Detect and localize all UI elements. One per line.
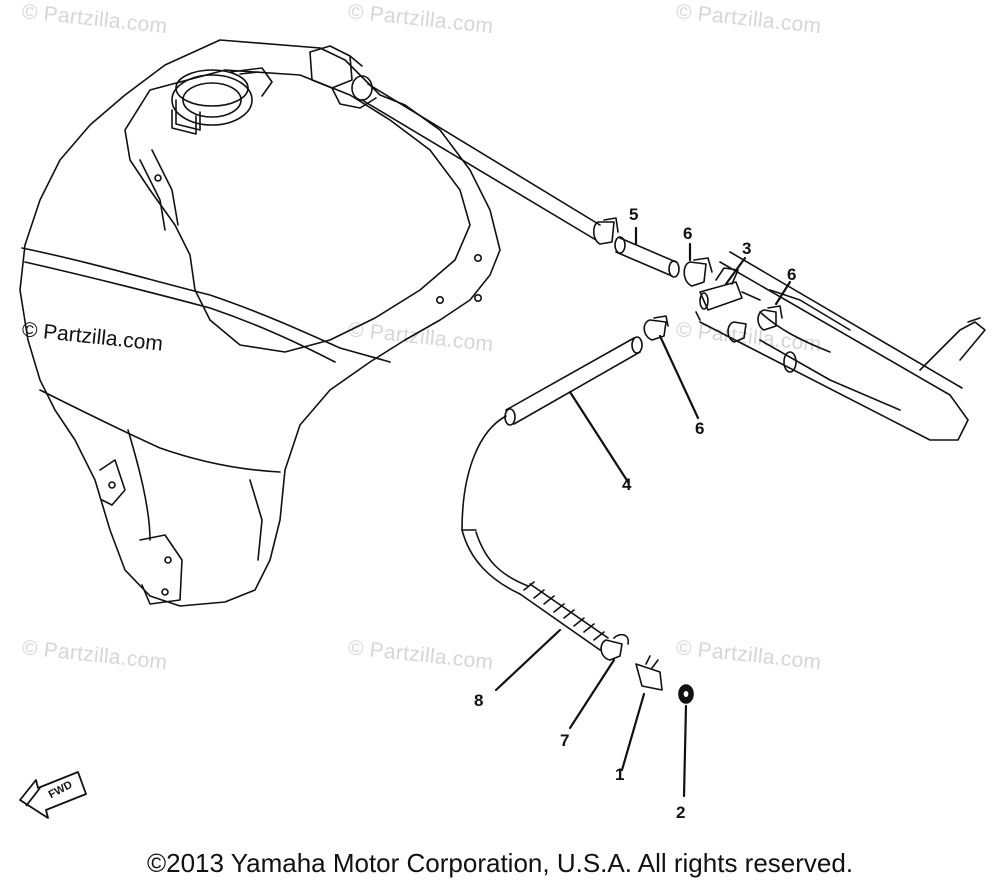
fuel-tank xyxy=(19,39,601,607)
callout-4: 4 xyxy=(622,475,632,494)
drain-plug-1 xyxy=(635,655,663,691)
leader-line-4 xyxy=(568,390,630,484)
leader-line-6b xyxy=(774,280,792,306)
leader-line-2 xyxy=(682,704,688,798)
hose-clamp-6b xyxy=(757,305,783,331)
copyright-notice: ©2013 Yamaha Motor Corporation, U.S.A. A… xyxy=(146,848,854,878)
callout-5: 5 xyxy=(629,205,639,224)
callout-2: 2 xyxy=(676,803,686,822)
callout-3: 3 xyxy=(742,239,752,258)
protector-8 xyxy=(519,581,609,651)
callout-6-top: 6 xyxy=(683,224,693,243)
fwd-arrow-icon xyxy=(19,771,87,819)
hose-clamp-6c xyxy=(643,315,747,343)
callout-6-right: 6 xyxy=(787,265,797,284)
hose-clamp-6a xyxy=(683,257,713,287)
leader-line-6c xyxy=(658,334,700,420)
callout-7: 7 xyxy=(560,731,570,750)
leader-line-1 xyxy=(620,692,646,772)
leader-line-7 xyxy=(568,658,616,730)
t-joint-3 xyxy=(695,267,761,321)
callout-6-lower: 6 xyxy=(695,419,705,438)
leader-line-8 xyxy=(494,628,562,692)
washer-2 xyxy=(678,684,694,704)
callout-1: 1 xyxy=(615,765,625,784)
joint-pipe-5 xyxy=(592,217,680,278)
clip-7 xyxy=(600,633,630,661)
callout-8: 8 xyxy=(474,691,484,710)
leader-line-3 xyxy=(724,256,747,286)
frame-tube xyxy=(699,251,986,441)
breather-hose-4 xyxy=(461,336,643,595)
